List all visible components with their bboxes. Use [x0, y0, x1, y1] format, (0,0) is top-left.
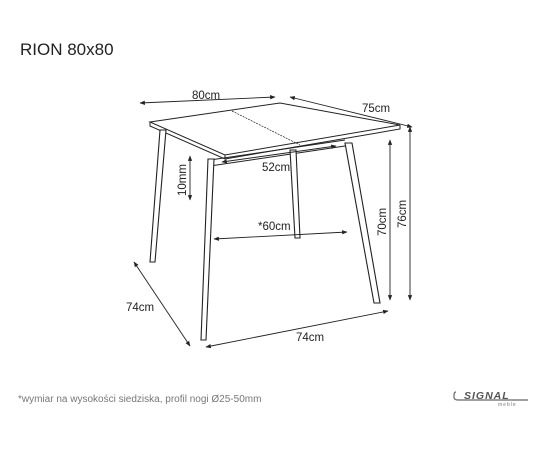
leg-back-right [289, 149, 301, 239]
label-top-thickness: 10mm [177, 164, 189, 196]
top-seam-line [231, 110, 301, 146]
label-total-height: 76cm [397, 200, 409, 228]
label-apron-height: 70cm [377, 208, 389, 236]
dim-line-leg-span-width [205, 309, 389, 349]
dim-line-leg-span-depth [133, 261, 191, 347]
label-leg-span-depth: 74cm [126, 302, 154, 314]
leg-front-left [200, 158, 215, 341]
footnote: *wymiar na wysokości siedziska, profil n… [18, 394, 262, 405]
dim-line-seat-width [213, 230, 348, 241]
dim-line-top-width [139, 95, 276, 105]
brand-logo: SIGNAL meble [452, 389, 532, 409]
leg-back-left [149, 129, 167, 263]
product-title: RION 80x80 [20, 40, 114, 59]
label-seat-width: *60cm [258, 221, 291, 233]
brand-name: SIGNAL [464, 390, 510, 402]
leg-front-right [344, 142, 381, 304]
label-leg-span-width: 74cm [296, 332, 324, 344]
brand-tagline: meble [498, 402, 517, 408]
dim-line-top-depth [289, 96, 413, 128]
label-apron-width: 52cm [262, 162, 290, 174]
label-top-width: 80cm [192, 90, 220, 102]
dim-line-apron-width [221, 144, 337, 164]
label-top-depth: 75cm [362, 103, 390, 115]
